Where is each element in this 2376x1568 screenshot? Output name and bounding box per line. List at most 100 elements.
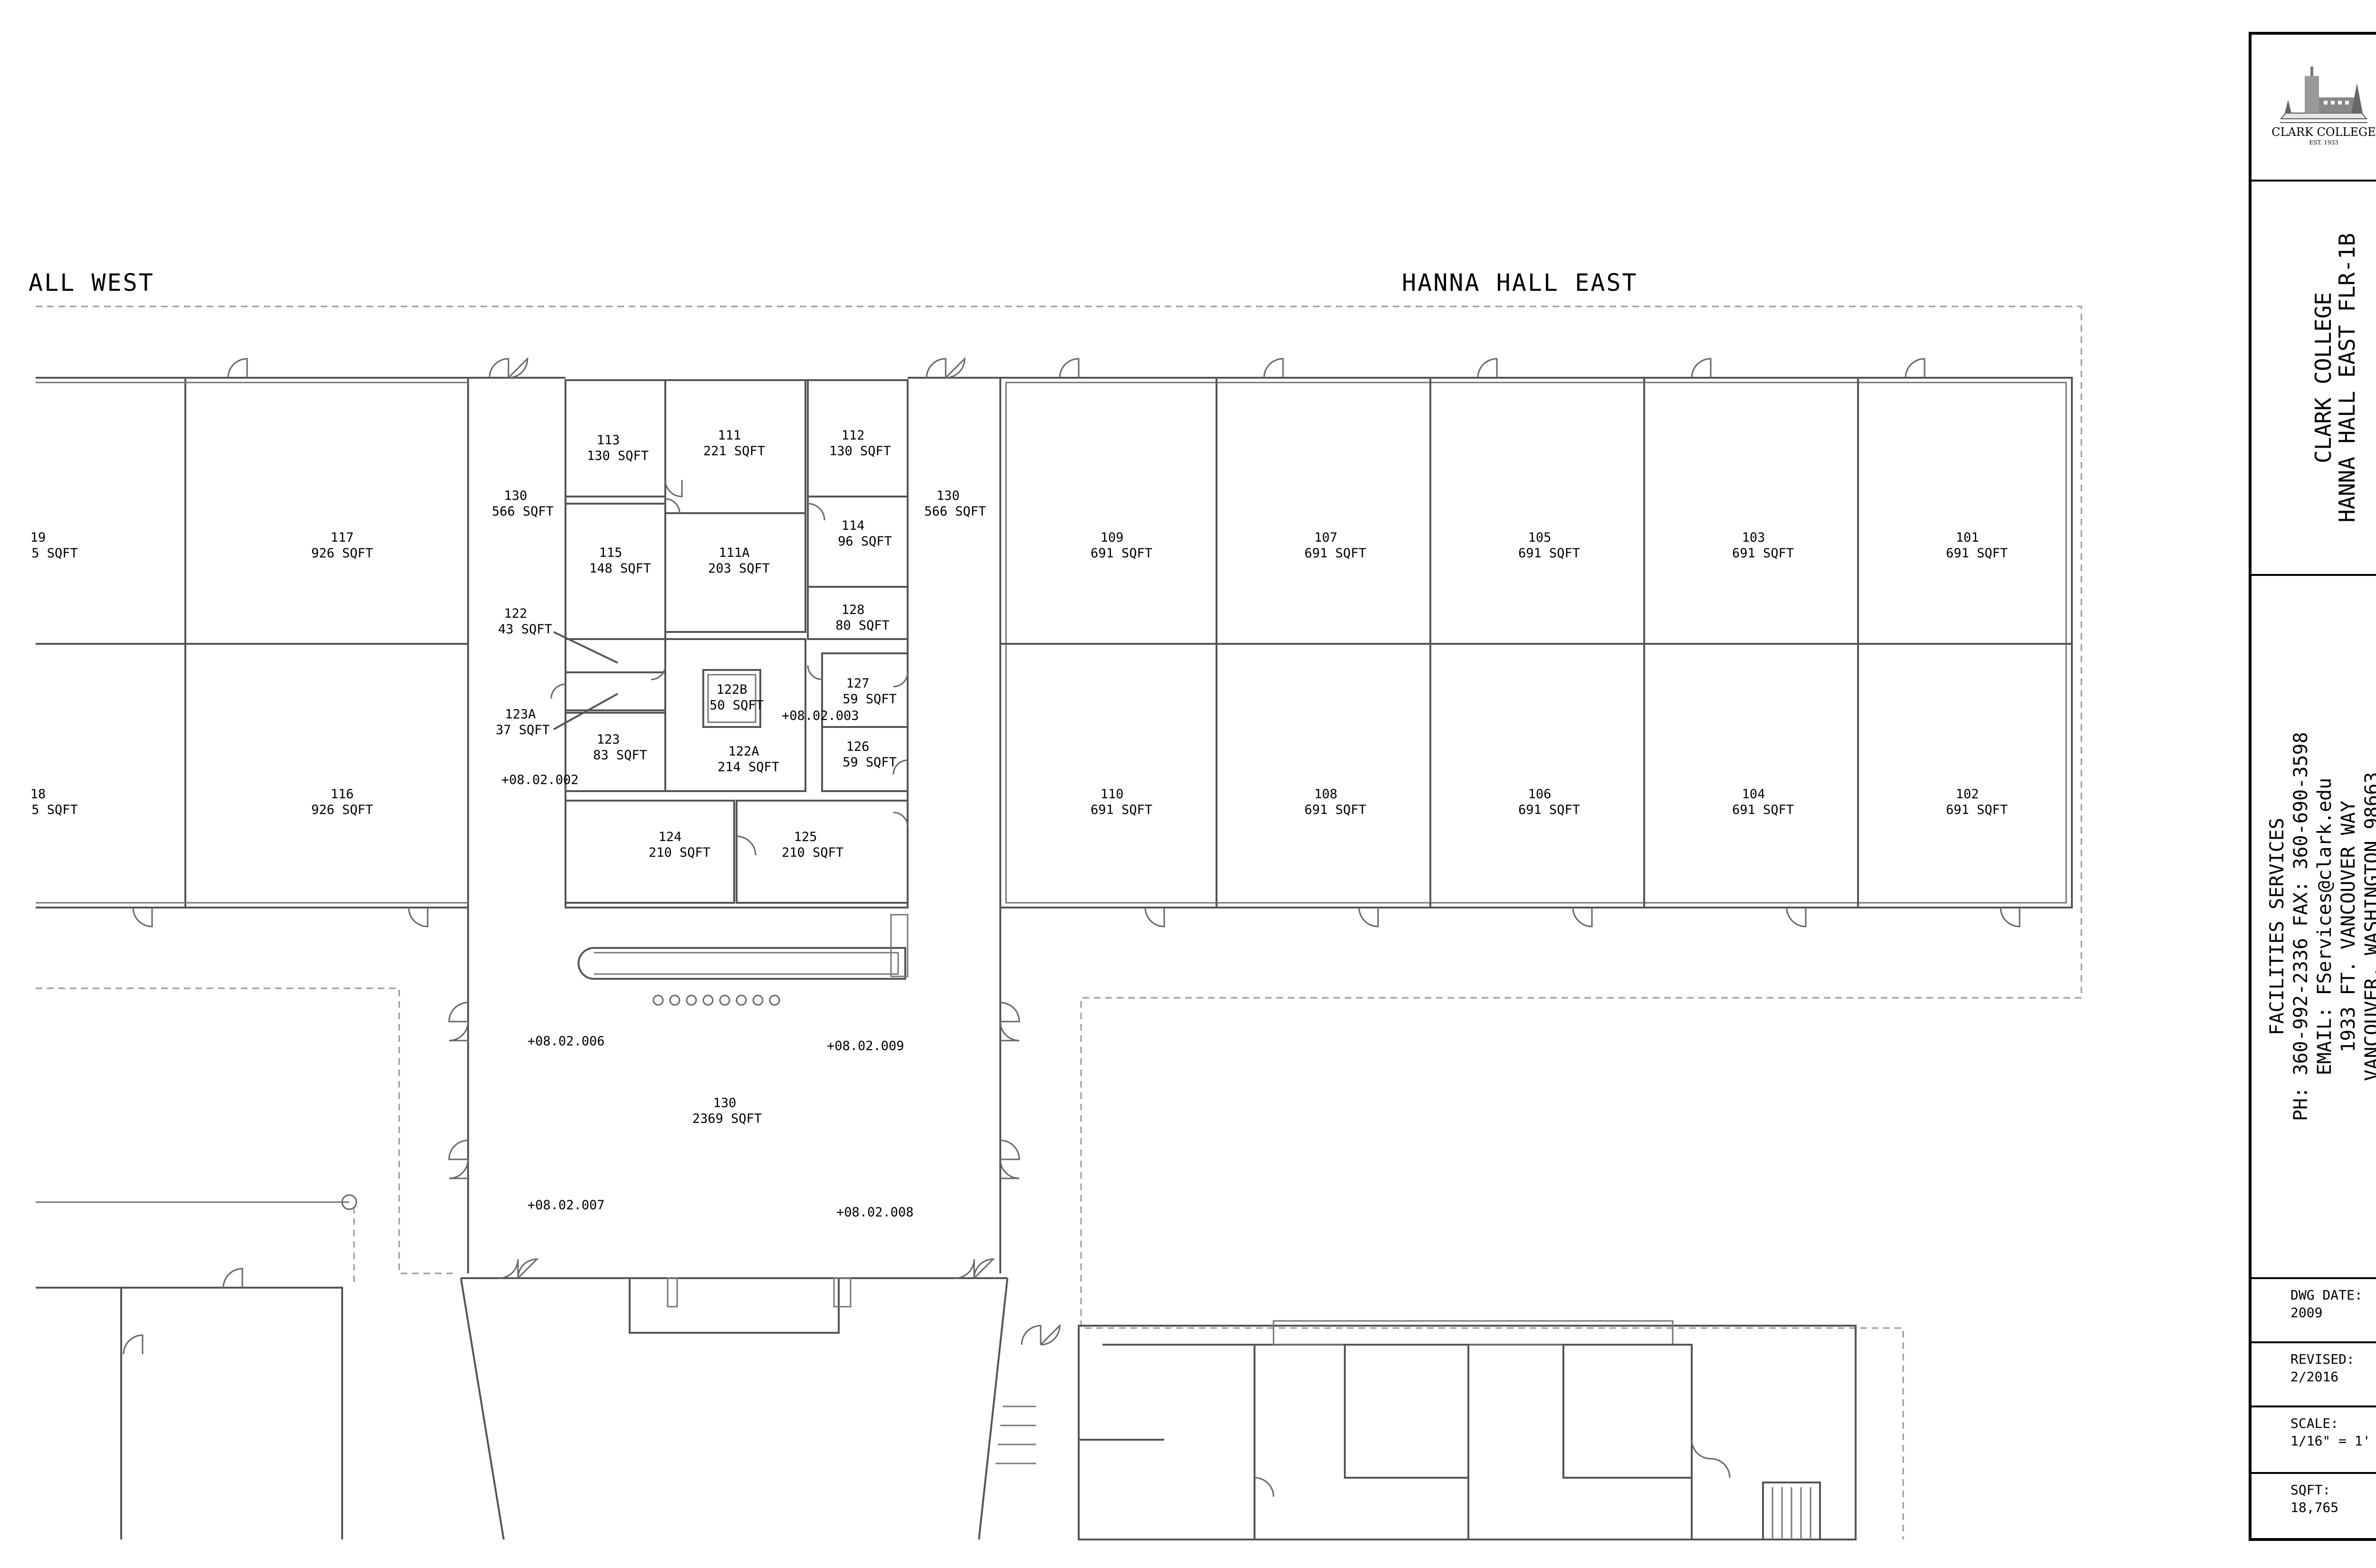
room-number: 116 [331, 787, 354, 802]
room-area: 691 SQFT [1518, 546, 1580, 561]
west-wing-walls [36, 377, 469, 908]
room-number: 110 [1101, 787, 1124, 802]
room-number: 105 [1528, 530, 1552, 545]
survey-point-label: +08.02.006 [527, 1034, 605, 1049]
room-area: 80 SQFT [835, 618, 890, 633]
room-area: 566 SQFT [924, 504, 986, 519]
room-number: 127 [846, 676, 870, 691]
survey-points: +08.02.003 +08.02.002 +08.02.006 +08.02.… [501, 708, 914, 1220]
room-area: 148 SQFT [589, 561, 651, 576]
southeast-building [996, 1320, 1857, 1540]
logo-established: EST. 1933 [2309, 139, 2338, 146]
room-number: 103 [1742, 530, 1765, 545]
core-walls [553, 379, 909, 908]
room-area: 37 SQFT [496, 723, 550, 737]
door-swings [123, 357, 2021, 1497]
contact-department: FACILITIES SERVICES [2266, 818, 2288, 1035]
title-block [2249, 32, 2376, 1541]
room-area: 691 SQFT [1091, 803, 1152, 817]
room-number: 115 [599, 545, 623, 560]
project-line-1: CLARK COLLEGE [2310, 292, 2336, 463]
contact-block: FACILITIES SERVICES PH: 360-992-2336 FAX… [2266, 732, 2376, 1121]
room-number: 130 [504, 488, 527, 503]
room-number: 114 [842, 518, 865, 533]
east-wing-walls [999, 377, 2073, 908]
room-area: 221 SQFT [703, 444, 765, 459]
room-area: 2369 SQFT [692, 1111, 762, 1126]
room-number: 19 [30, 530, 46, 545]
contact-street: 1933 FT. VANCOUVER WAY [2338, 801, 2359, 1052]
room-area: 210 SQFT [782, 845, 843, 860]
room-area: 59 SQFT [843, 755, 897, 770]
survey-point-label: +08.02.007 [527, 1198, 605, 1213]
building-label-east: HANNA HALL EAST [1402, 269, 1638, 296]
room-area: 214 SQFT [718, 760, 779, 774]
room-number: 122B [716, 682, 747, 697]
survey-point-label: +08.02.008 [836, 1205, 914, 1220]
revised-label: REVISED: [2290, 1351, 2355, 1367]
sqft-label: SQFT: [2290, 1482, 2330, 1498]
room-area: 926 SQFT [311, 546, 373, 561]
room-area: 130 SQFT [829, 444, 891, 459]
room-area: 203 SQFT [708, 561, 770, 576]
dwg-date-value: 2009 [2290, 1305, 2322, 1320]
scale-label: SCALE: [2290, 1415, 2338, 1431]
room-number: 104 [1742, 787, 1765, 802]
room-labels: 19 5 SQFT 18 5 SQFT 117 926 SQFT 116 926… [30, 428, 2008, 1126]
room-number: 106 [1528, 787, 1552, 802]
room-number: 108 [1314, 787, 1338, 802]
room-area: 130 SQFT [587, 449, 649, 463]
revised-value: 2/2016 [2290, 1369, 2338, 1385]
room-number: 112 [842, 428, 865, 443]
sqft-value: 18,765 [2290, 1500, 2338, 1515]
room-number: 111 [718, 428, 741, 443]
dwg-date-label: DWG DATE: [2290, 1287, 2363, 1303]
room-area: 691 SQFT [1304, 546, 1366, 561]
room-number: 101 [1956, 530, 1979, 545]
contact-phone: PH: 360-992-2336 FAX: 360-690-3598 [2290, 732, 2312, 1121]
room-number: 128 [842, 602, 865, 617]
scale-value: 1/16" = 1' [2290, 1433, 2371, 1449]
room-area: 691 SQFT [1304, 803, 1366, 817]
room-number: 109 [1101, 530, 1124, 545]
room-number: 111A [719, 545, 749, 560]
room-area: 83 SQFT [593, 748, 647, 763]
room-area: 210 SQFT [649, 845, 710, 860]
room-number: 130 [713, 1096, 737, 1110]
room-area: 926 SQFT [311, 803, 373, 817]
room-area: 5 SQFT [31, 803, 78, 817]
room-number: 107 [1314, 530, 1338, 545]
room-number: 126 [846, 739, 870, 754]
room-area: 566 SQFT [492, 504, 554, 519]
survey-point-label: +08.02.002 [501, 773, 579, 787]
room-area: 691 SQFT [1946, 546, 2008, 561]
room-number: 113 [597, 433, 620, 448]
room-number: 130 [937, 488, 960, 503]
room-number: 124 [659, 830, 682, 844]
drawing-info: DWG DATE: 2009 REVISED: 2/2016 SCALE: 1/… [2290, 1287, 2371, 1515]
contact-email: EMAIL: FServices@clark.edu [2314, 778, 2336, 1075]
room-number: 122 [504, 606, 527, 621]
room-number: 123A [505, 707, 536, 722]
room-area: 691 SQFT [1518, 803, 1580, 817]
survey-point-label: +08.02.003 [782, 708, 859, 723]
room-number: 122A [728, 744, 759, 759]
room-number: 18 [30, 787, 46, 802]
counter [577, 914, 909, 1006]
clark-college-logo: CLARK COLLEGE EST. 1933 [2271, 67, 2376, 146]
room-number: 117 [331, 530, 354, 545]
building-label-west: ALL WEST [29, 269, 154, 296]
room-number: 125 [794, 830, 817, 844]
lobby-walls [460, 377, 1008, 1540]
survey-point-label: +08.02.009 [827, 1039, 904, 1053]
project-line-2: HANNA HALL EAST FLR-1B [2334, 233, 2360, 522]
room-area: 691 SQFT [1732, 546, 1794, 561]
room-area: 59 SQFT [843, 692, 897, 707]
southwest-building [36, 1194, 357, 1539]
room-area: 691 SQFT [1091, 546, 1152, 561]
room-number: 123 [597, 732, 620, 747]
room-area: 691 SQFT [1946, 803, 2008, 817]
logo-text: CLARK COLLEGE [2271, 125, 2376, 139]
room-number: 102 [1956, 787, 1979, 802]
